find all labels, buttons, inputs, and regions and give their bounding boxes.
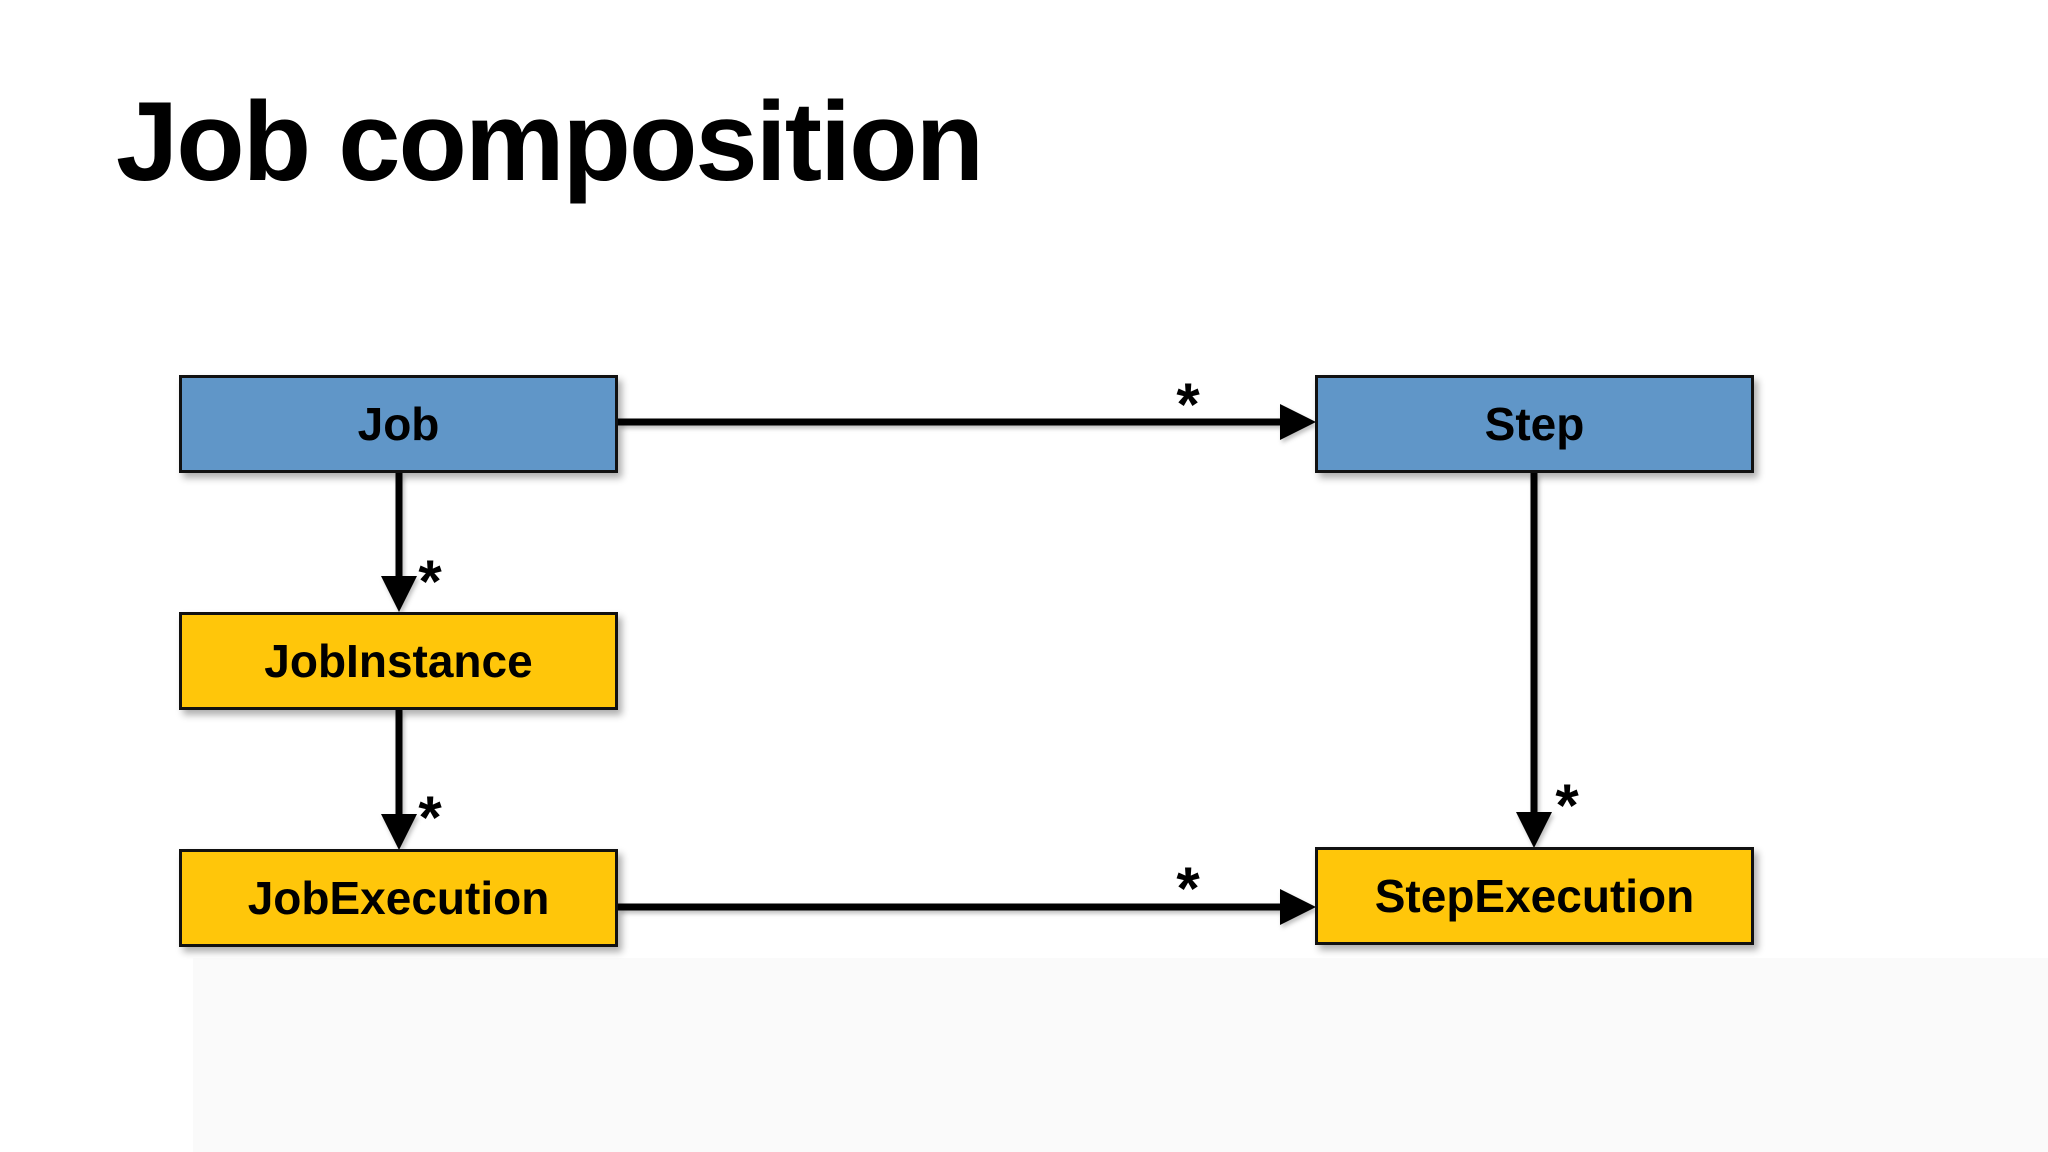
node-step-execution-label: StepExecution xyxy=(1374,870,1695,922)
node-step-execution: StepExecution xyxy=(1315,847,1754,945)
node-job-execution: JobExecution xyxy=(179,849,618,947)
edge-step-to-stepexecution xyxy=(1516,473,1552,848)
node-job: Job xyxy=(179,375,618,473)
node-job-instance-label: JobInstance xyxy=(264,635,533,687)
node-step-label: Step xyxy=(1484,398,1585,450)
multiplicity-step-stepexecution: * xyxy=(1555,772,1579,839)
multiplicity-job-step: * xyxy=(1176,371,1200,438)
slide-lower-background xyxy=(193,958,2048,1152)
multiplicity-jobinstance-jobexecution: * xyxy=(418,784,442,851)
edge-jobexecution-to-stepexecution xyxy=(618,889,1316,925)
node-job-execution-label: JobExecution xyxy=(247,872,550,924)
page-title: Job composition xyxy=(116,79,984,204)
multiplicity-jobexecution-stepexecution: * xyxy=(1176,855,1200,922)
node-job-label: Job xyxy=(357,398,440,450)
node-step: Step xyxy=(1315,375,1754,473)
node-job-instance: JobInstance xyxy=(179,612,618,710)
edge-jobinstance-to-jobexecution xyxy=(381,710,417,850)
edge-job-to-jobinstance xyxy=(381,473,417,612)
edge-job-to-step xyxy=(618,404,1316,440)
multiplicity-job-jobinstance: * xyxy=(418,548,442,615)
